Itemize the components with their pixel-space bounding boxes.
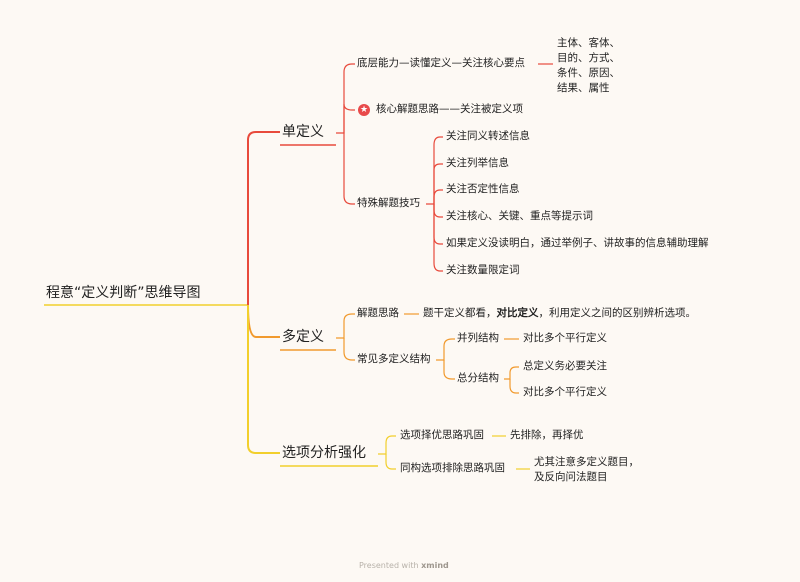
- footer-text: Presented with: [359, 561, 419, 570]
- node-special-item[interactable]: 关注核心、关键、重点等提示词: [446, 210, 593, 222]
- detail-line: 结果、属性: [557, 82, 610, 94]
- node-special-item[interactable]: 关注同义转述信息: [446, 130, 530, 142]
- detail-line: 尤其注意多定义题目，: [534, 456, 639, 468]
- node-option-preference[interactable]: 选项择优思路巩固: [400, 429, 484, 441]
- node-special-item[interactable]: 如果定义没读明白，通过举例子、讲故事的信息辅助理解: [446, 237, 709, 249]
- approach-text-pre: 题干定义都看，: [423, 307, 497, 319]
- detail-line: 主体、客体、: [557, 37, 620, 49]
- node-common-structures[interactable]: 常见多定义结构: [357, 353, 431, 365]
- node-special-techniques[interactable]: 特殊解题技巧: [357, 197, 420, 209]
- node-parallel-detail[interactable]: 对比多个平行定义: [523, 332, 607, 344]
- node-total-sub-item[interactable]: 对比多个平行定义: [523, 386, 607, 398]
- detail-line: 目的、方式、: [557, 52, 620, 64]
- presented-with-footer[interactable]: Presented with xmind: [359, 562, 449, 570]
- branch-multi-definition[interactable]: 多定义: [282, 329, 324, 345]
- node-total-sub-item[interactable]: 总定义务必要关注: [523, 360, 607, 372]
- branch-option-analysis[interactable]: 选项分析强化: [282, 445, 366, 461]
- node-special-item[interactable]: 关注列举信息: [446, 157, 509, 169]
- node-special-item[interactable]: 关注数量限定词: [446, 264, 520, 276]
- node-core-method[interactable]: 核心解题思路——关注被定义项: [376, 103, 523, 115]
- node-parallel-structure[interactable]: 并列结构: [457, 332, 499, 344]
- detail-line: 条件、原因、: [557, 67, 620, 79]
- star-marker-icon: ★: [358, 104, 370, 116]
- node-solving-approach[interactable]: 解题思路: [357, 307, 399, 319]
- node-bottom-ability-detail[interactable]: 主体、客体、 目的、方式、 条件、原因、 结果、属性: [557, 36, 620, 96]
- node-same-structure-detail[interactable]: 尤其注意多定义题目， 及反向问法题目: [534, 455, 639, 485]
- approach-text-bold: 对比定义: [496, 307, 539, 319]
- node-solving-approach-detail[interactable]: 题干定义都看，对比定义，利用定义之间的区别辨析选项。: [423, 308, 696, 319]
- node-option-preference-detail[interactable]: 先排除，再择优: [510, 429, 584, 441]
- node-total-sub-structure[interactable]: 总分结构: [457, 372, 499, 384]
- node-special-item[interactable]: 关注否定性信息: [446, 183, 520, 195]
- branch-single-definition[interactable]: 单定义: [282, 124, 324, 140]
- detail-line: 及反向问法题目: [534, 471, 608, 483]
- node-same-structure[interactable]: 同构选项排除思路巩固: [400, 462, 505, 474]
- mindmap-root-title[interactable]: 程意“定义判断”思维导图: [46, 285, 201, 301]
- xmind-logo: xmind: [421, 561, 449, 570]
- approach-text-post: ，利用定义之间的区别辨析选项。: [538, 307, 697, 319]
- node-bottom-ability[interactable]: 底层能力—读懂定义—关注核心要点: [357, 57, 525, 69]
